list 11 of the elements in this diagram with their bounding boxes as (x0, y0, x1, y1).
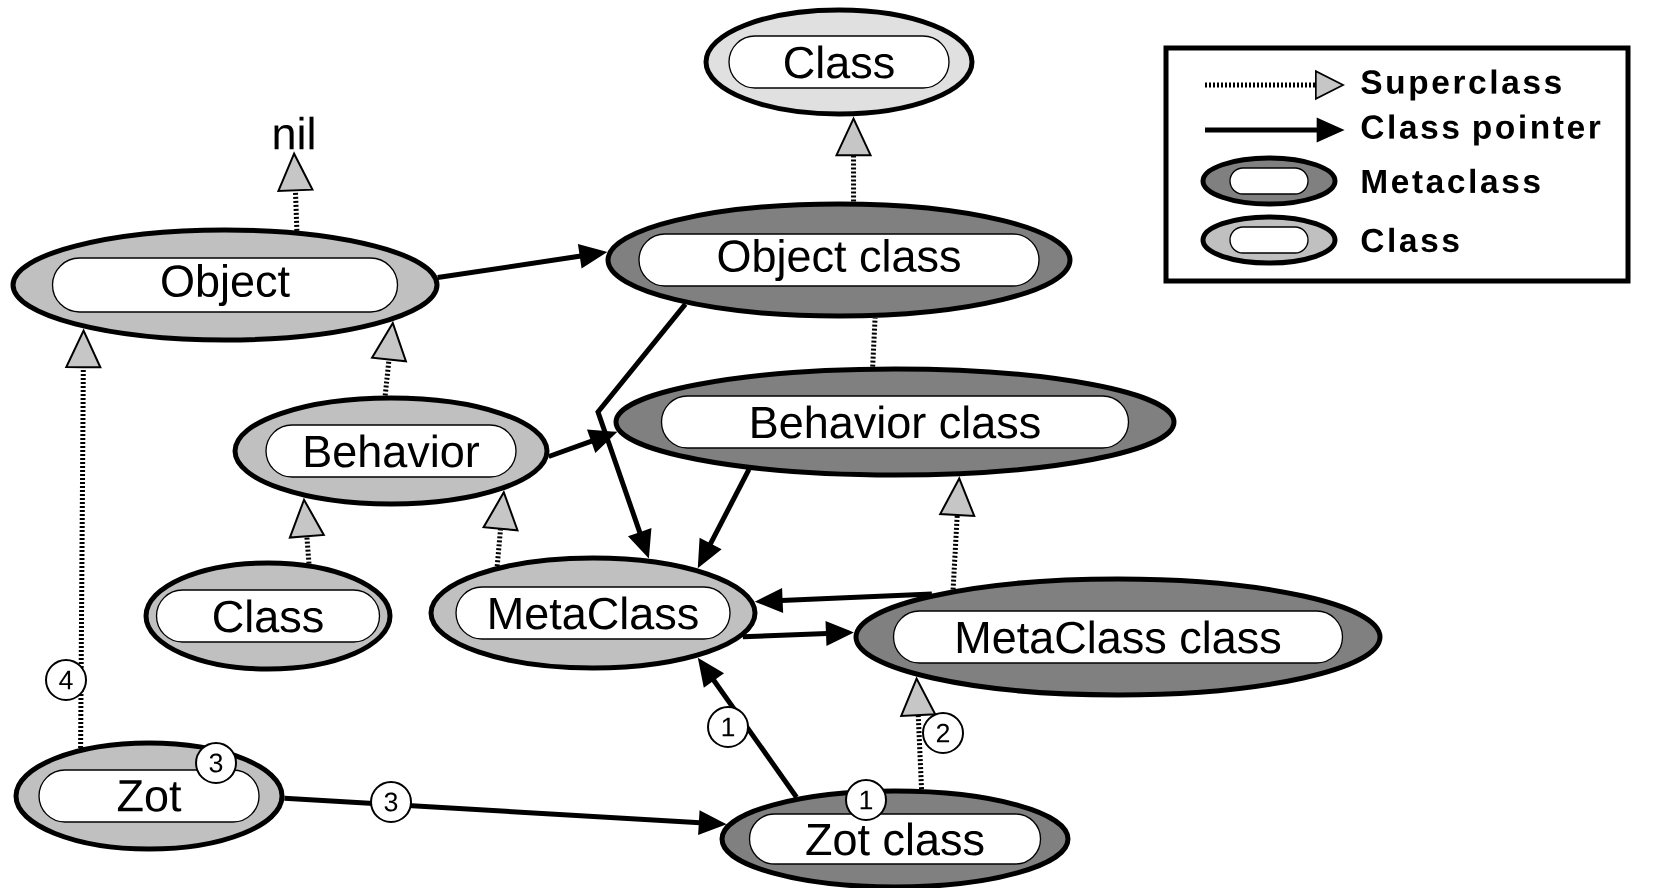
edge-label: 4 (45, 659, 87, 701)
legend-text: Class (1361, 227, 1459, 253)
edge-label: 3 (370, 781, 412, 823)
edge-label: 1 (707, 706, 749, 748)
callout-number: 1 (845, 779, 887, 821)
edge-label: 2 (922, 712, 964, 754)
callout-number: 3 (195, 742, 237, 784)
legend-text: Class pointer (1361, 114, 1601, 146)
label-text: nil (274, 116, 314, 150)
legend-text: Metaclass (1362, 168, 1540, 194)
legend-text: Superclass (1361, 69, 1561, 101)
